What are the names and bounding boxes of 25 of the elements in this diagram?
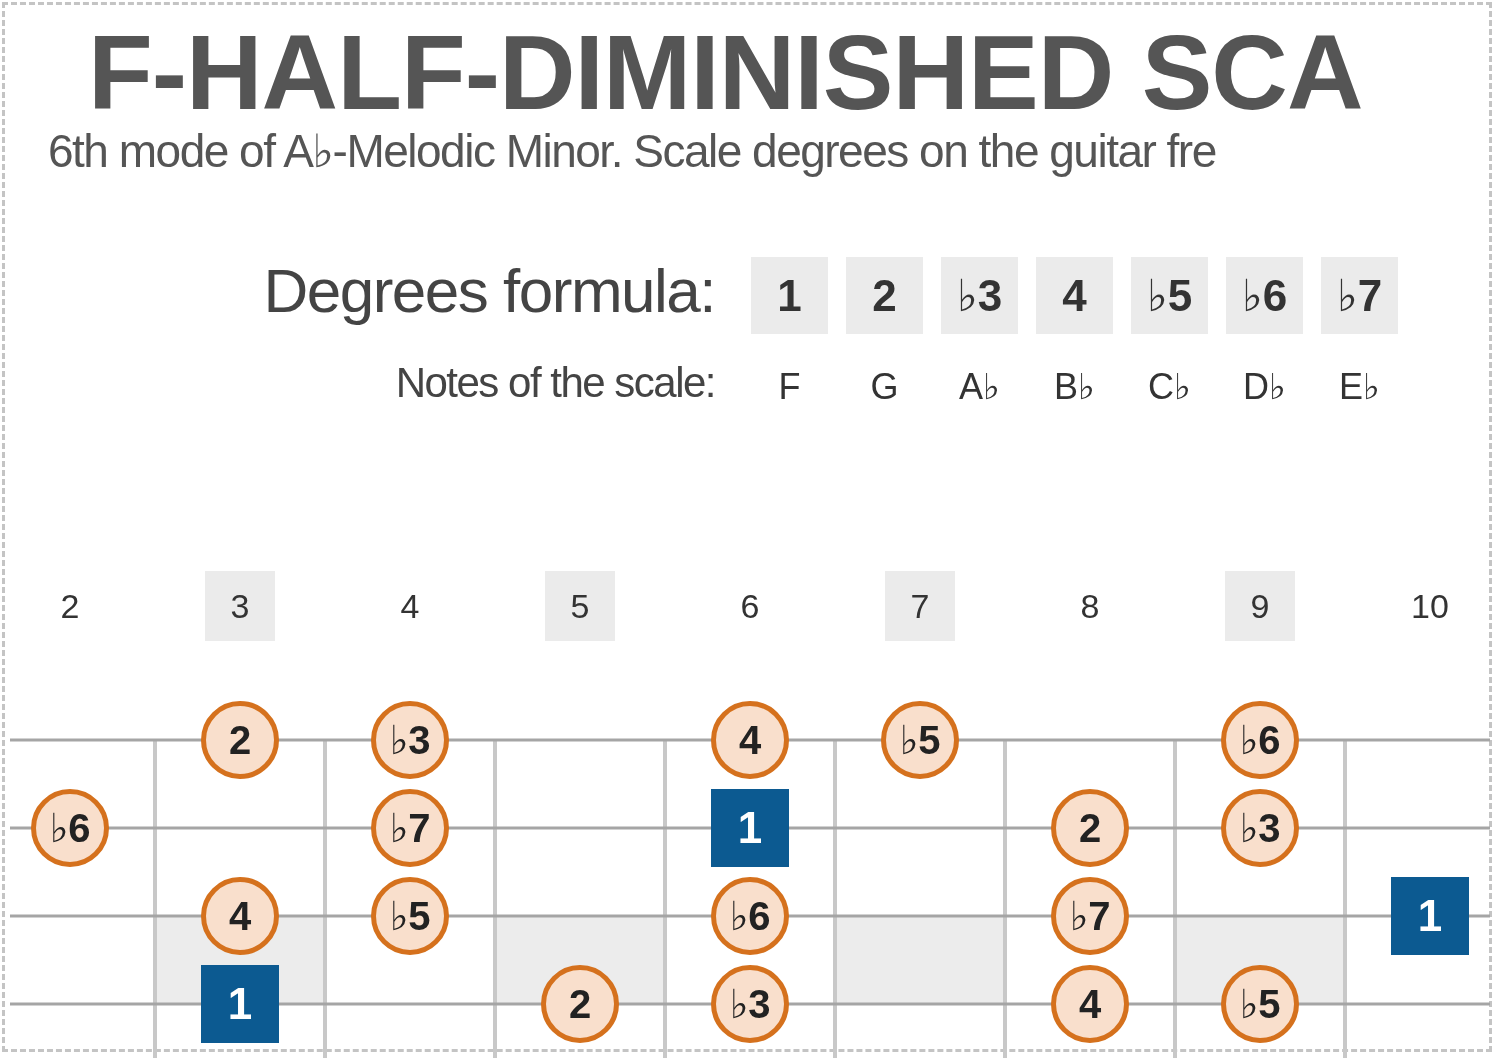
- fret-number-tile: 5: [545, 571, 615, 641]
- note-name: F: [778, 365, 801, 409]
- note-name: D♭: [1243, 365, 1286, 409]
- fret-number: 10: [1411, 585, 1449, 627]
- fret-number: 2: [60, 585, 80, 627]
- fret-number-tile: 7: [885, 571, 955, 641]
- note-name: B♭: [1054, 365, 1095, 409]
- degree-tile: ♭5: [1131, 257, 1208, 334]
- fret-number: 4: [400, 585, 420, 627]
- row-heading: Degrees formula:: [263, 255, 715, 327]
- fret-number-tile: 9: [1225, 571, 1295, 641]
- fret-number: 6: [740, 585, 760, 627]
- row-heading: Notes of the scale:: [395, 358, 715, 408]
- degree-tile: ♭7: [1321, 257, 1398, 334]
- fret-number-tile: 3: [205, 571, 275, 641]
- degree-tile: 2: [846, 257, 923, 334]
- degree-tile: 4: [1036, 257, 1113, 334]
- degree-tile: 1: [751, 257, 828, 334]
- note-name: C♭: [1148, 365, 1191, 409]
- note-name: E♭: [1339, 365, 1380, 409]
- note-name: A♭: [959, 365, 1000, 409]
- degree-tile: ♭6: [1226, 257, 1303, 334]
- note-name: G: [870, 365, 899, 409]
- fret-number: 8: [1080, 585, 1100, 627]
- degree-tile: ♭3: [941, 257, 1018, 334]
